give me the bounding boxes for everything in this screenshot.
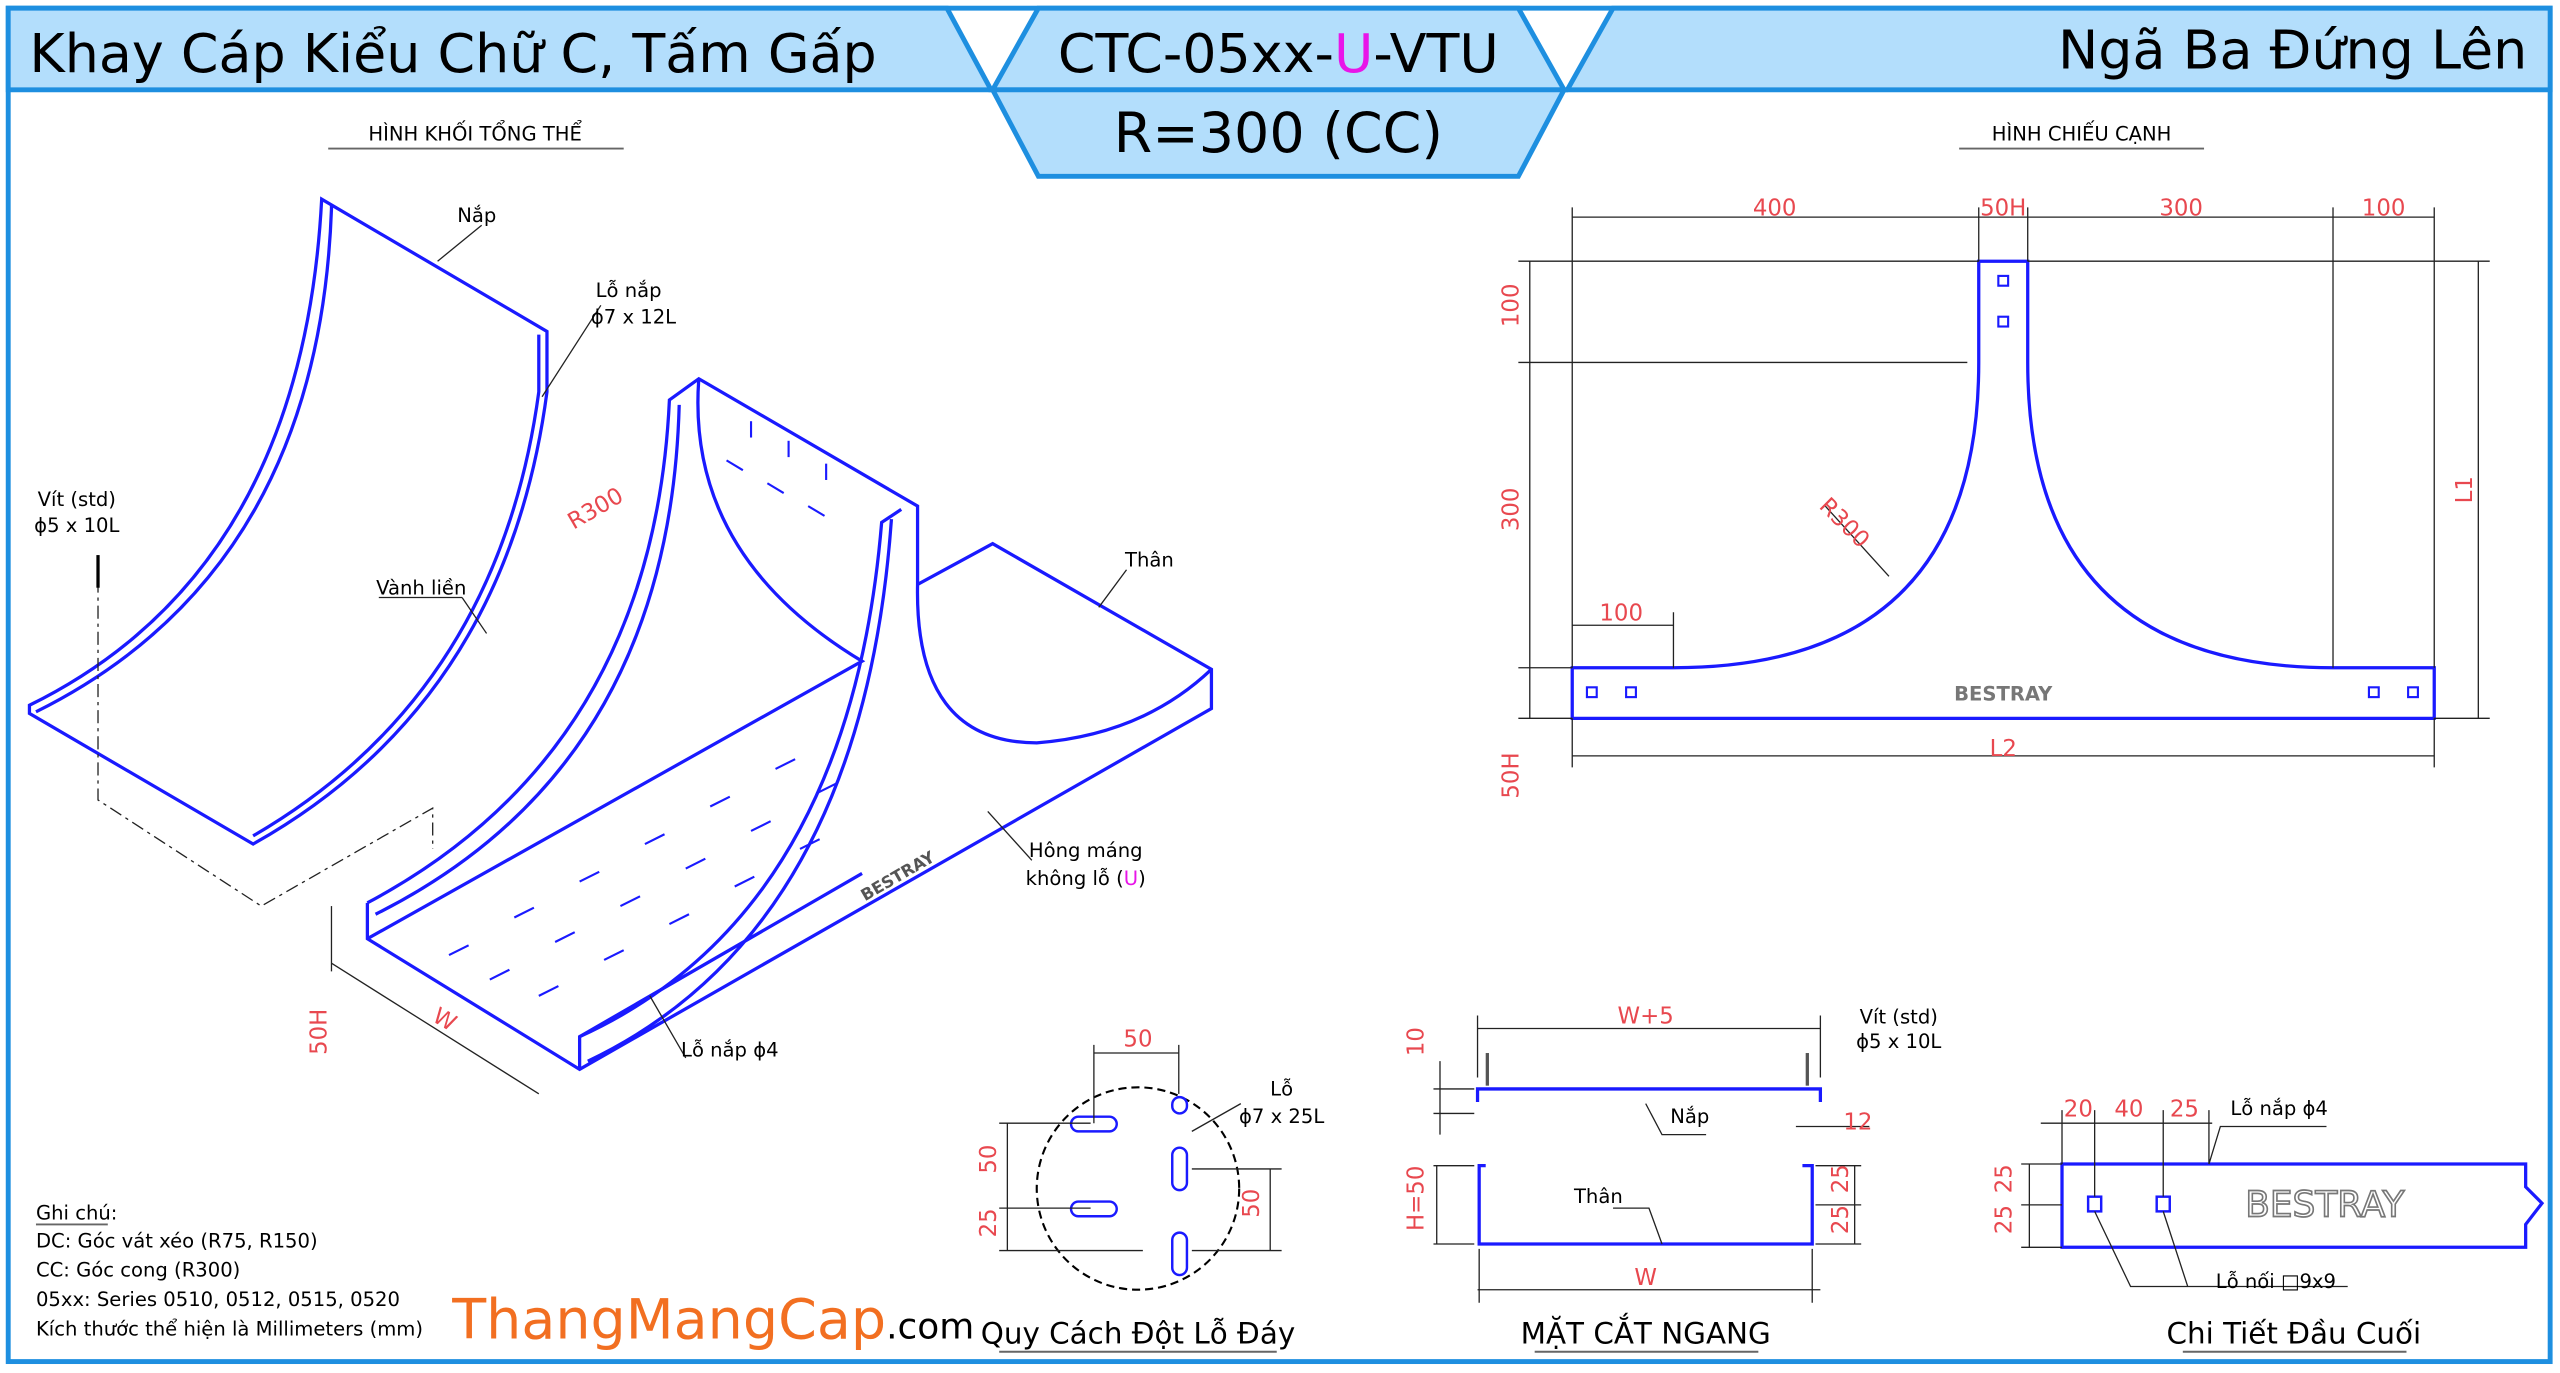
iso-radius-label: R300 xyxy=(563,483,628,535)
cs-half-1: 25 xyxy=(1828,1164,1854,1193)
iso-screw-spec: ϕ5 x 10L xyxy=(34,514,119,537)
side-brand-mark: BESTRAY xyxy=(1954,682,2053,705)
iso-height-dim: 50H xyxy=(307,1009,333,1055)
cross-section-drawing xyxy=(1433,1015,1870,1303)
iso-small-hole-label: Lỗ nắp ϕ4 xyxy=(681,1038,779,1061)
iso-view-drawing xyxy=(27,196,1214,1095)
cs-height-dim: H=50 xyxy=(1404,1166,1430,1231)
side-view-title: HÌNH CHIẾU CẠNH xyxy=(1992,120,2172,145)
cs-half-2: 25 xyxy=(1828,1205,1854,1234)
side-dim-left-300: 300 xyxy=(1498,488,1524,532)
cs-width-dim: W xyxy=(1634,1265,1657,1291)
hole-dim-top: 50 xyxy=(1123,1026,1152,1052)
product-code: CTC-05xx-U-VTU xyxy=(1058,22,1499,85)
cs-dim-cover: 10 xyxy=(1404,1027,1430,1056)
hole-dim-left-50: 50 xyxy=(976,1145,1002,1174)
hole-spec: ϕ7 x 25L xyxy=(1239,1105,1324,1128)
hole-dim-left-25: 25 xyxy=(976,1208,1002,1237)
cs-lip-dim: 12 xyxy=(1843,1110,1872,1136)
side-l1-dim: L1 xyxy=(2452,476,2478,503)
iso-body-label: Thân xyxy=(1124,549,1174,572)
side-l2-dim: L2 xyxy=(1990,736,2017,762)
iso-side-label-1: Hông máng xyxy=(1029,839,1143,862)
header-right-panel xyxy=(1563,5,2553,93)
hole-pattern-drawing xyxy=(999,1044,1282,1291)
iso-view-title: HÌNH KHỐI TỔNG THỂ xyxy=(368,119,582,145)
radius-title: R=300 (CC) xyxy=(1114,101,1443,166)
end-joint-label: Lỗ nối □9x9 xyxy=(2216,1270,2336,1293)
cs-dim-width-plus: W+5 xyxy=(1618,1004,1674,1030)
iso-screw-label: Vít (std) xyxy=(38,488,116,511)
note-line: DC: Góc vát xéo (R75, R150) xyxy=(36,1229,318,1252)
end-detail-drawing xyxy=(2021,1110,2545,1288)
side-dim-300: 300 xyxy=(2159,196,2203,222)
end-left-dim-2: 25 xyxy=(1991,1205,2017,1234)
iso-cover-label: Nắp xyxy=(457,204,496,227)
hole-label: Lỗ xyxy=(1270,1077,1293,1100)
side-dim-50h: 50H xyxy=(1980,196,2026,222)
end-dim-25: 25 xyxy=(2170,1097,2199,1123)
header-radius-panel xyxy=(988,87,1569,179)
end-detail-title: Chi Tiết Đầu Cuối xyxy=(2166,1317,2421,1351)
cs-screw-spec: ϕ5 x 10L xyxy=(1856,1030,1941,1053)
brand-logo: ThangMangCap.com xyxy=(451,1288,974,1353)
iso-cover-hole-label: Lỗ nắp xyxy=(596,279,662,302)
side-radius-label: R300 xyxy=(1814,493,1874,553)
cs-cover-label: Nắp xyxy=(1670,1105,1709,1128)
end-left-dim-1: 25 xyxy=(1991,1164,2017,1193)
cross-section-title: MẶT CẮT NGANG xyxy=(1521,1312,1771,1351)
iso-brand-mark: BESTRAY xyxy=(857,847,938,904)
end-dim-40: 40 xyxy=(2114,1097,2143,1123)
cs-body-label: Thân xyxy=(1573,1185,1623,1208)
side-dim-left-100: 100 xyxy=(1498,283,1524,327)
hole-dim-right-50: 50 xyxy=(1239,1189,1265,1218)
side-dim-400: 400 xyxy=(1753,196,1797,222)
product-type-title: Khay Cáp Kiểu Chữ C, Tấm Gấp xyxy=(29,22,876,85)
fitting-type-title: Ngã Ba Đứng Lên xyxy=(2058,19,2527,82)
side-dim-100: 100 xyxy=(2362,196,2406,222)
side-view-drawing xyxy=(1518,207,2490,768)
iso-width-dim: W xyxy=(428,1003,461,1037)
iso-rim-label: Vành liền xyxy=(376,576,466,599)
hole-pattern-title: Quy Cách Đột Lỗ Đáy xyxy=(981,1317,1296,1351)
note-line: 05xx: Series 0510, 0512, 0515, 0520 xyxy=(36,1288,400,1311)
side-dim-left-50h: 50H xyxy=(1498,752,1524,798)
end-dim-20: 20 xyxy=(2064,1097,2093,1123)
iso-cover-hole-spec: ϕ7 x 12L xyxy=(591,305,676,328)
end-hole-label: Lỗ nắp ϕ4 xyxy=(2230,1097,2328,1120)
notes-heading: Ghi chú: xyxy=(36,1202,117,1225)
cover-shape xyxy=(27,196,549,846)
note-line: CC: Góc cong (R300) xyxy=(36,1259,240,1282)
iso-side-label-2: không lỗ (U) xyxy=(1026,867,1146,890)
side-dim-arm: 100 xyxy=(1599,600,1643,626)
cs-screw-label: Vít (std) xyxy=(1860,1006,1938,1029)
note-line: Kích thước thể hiện là Millimeters (mm) xyxy=(36,1317,423,1340)
end-brand-mark: BESTRAY xyxy=(2245,1184,2404,1225)
